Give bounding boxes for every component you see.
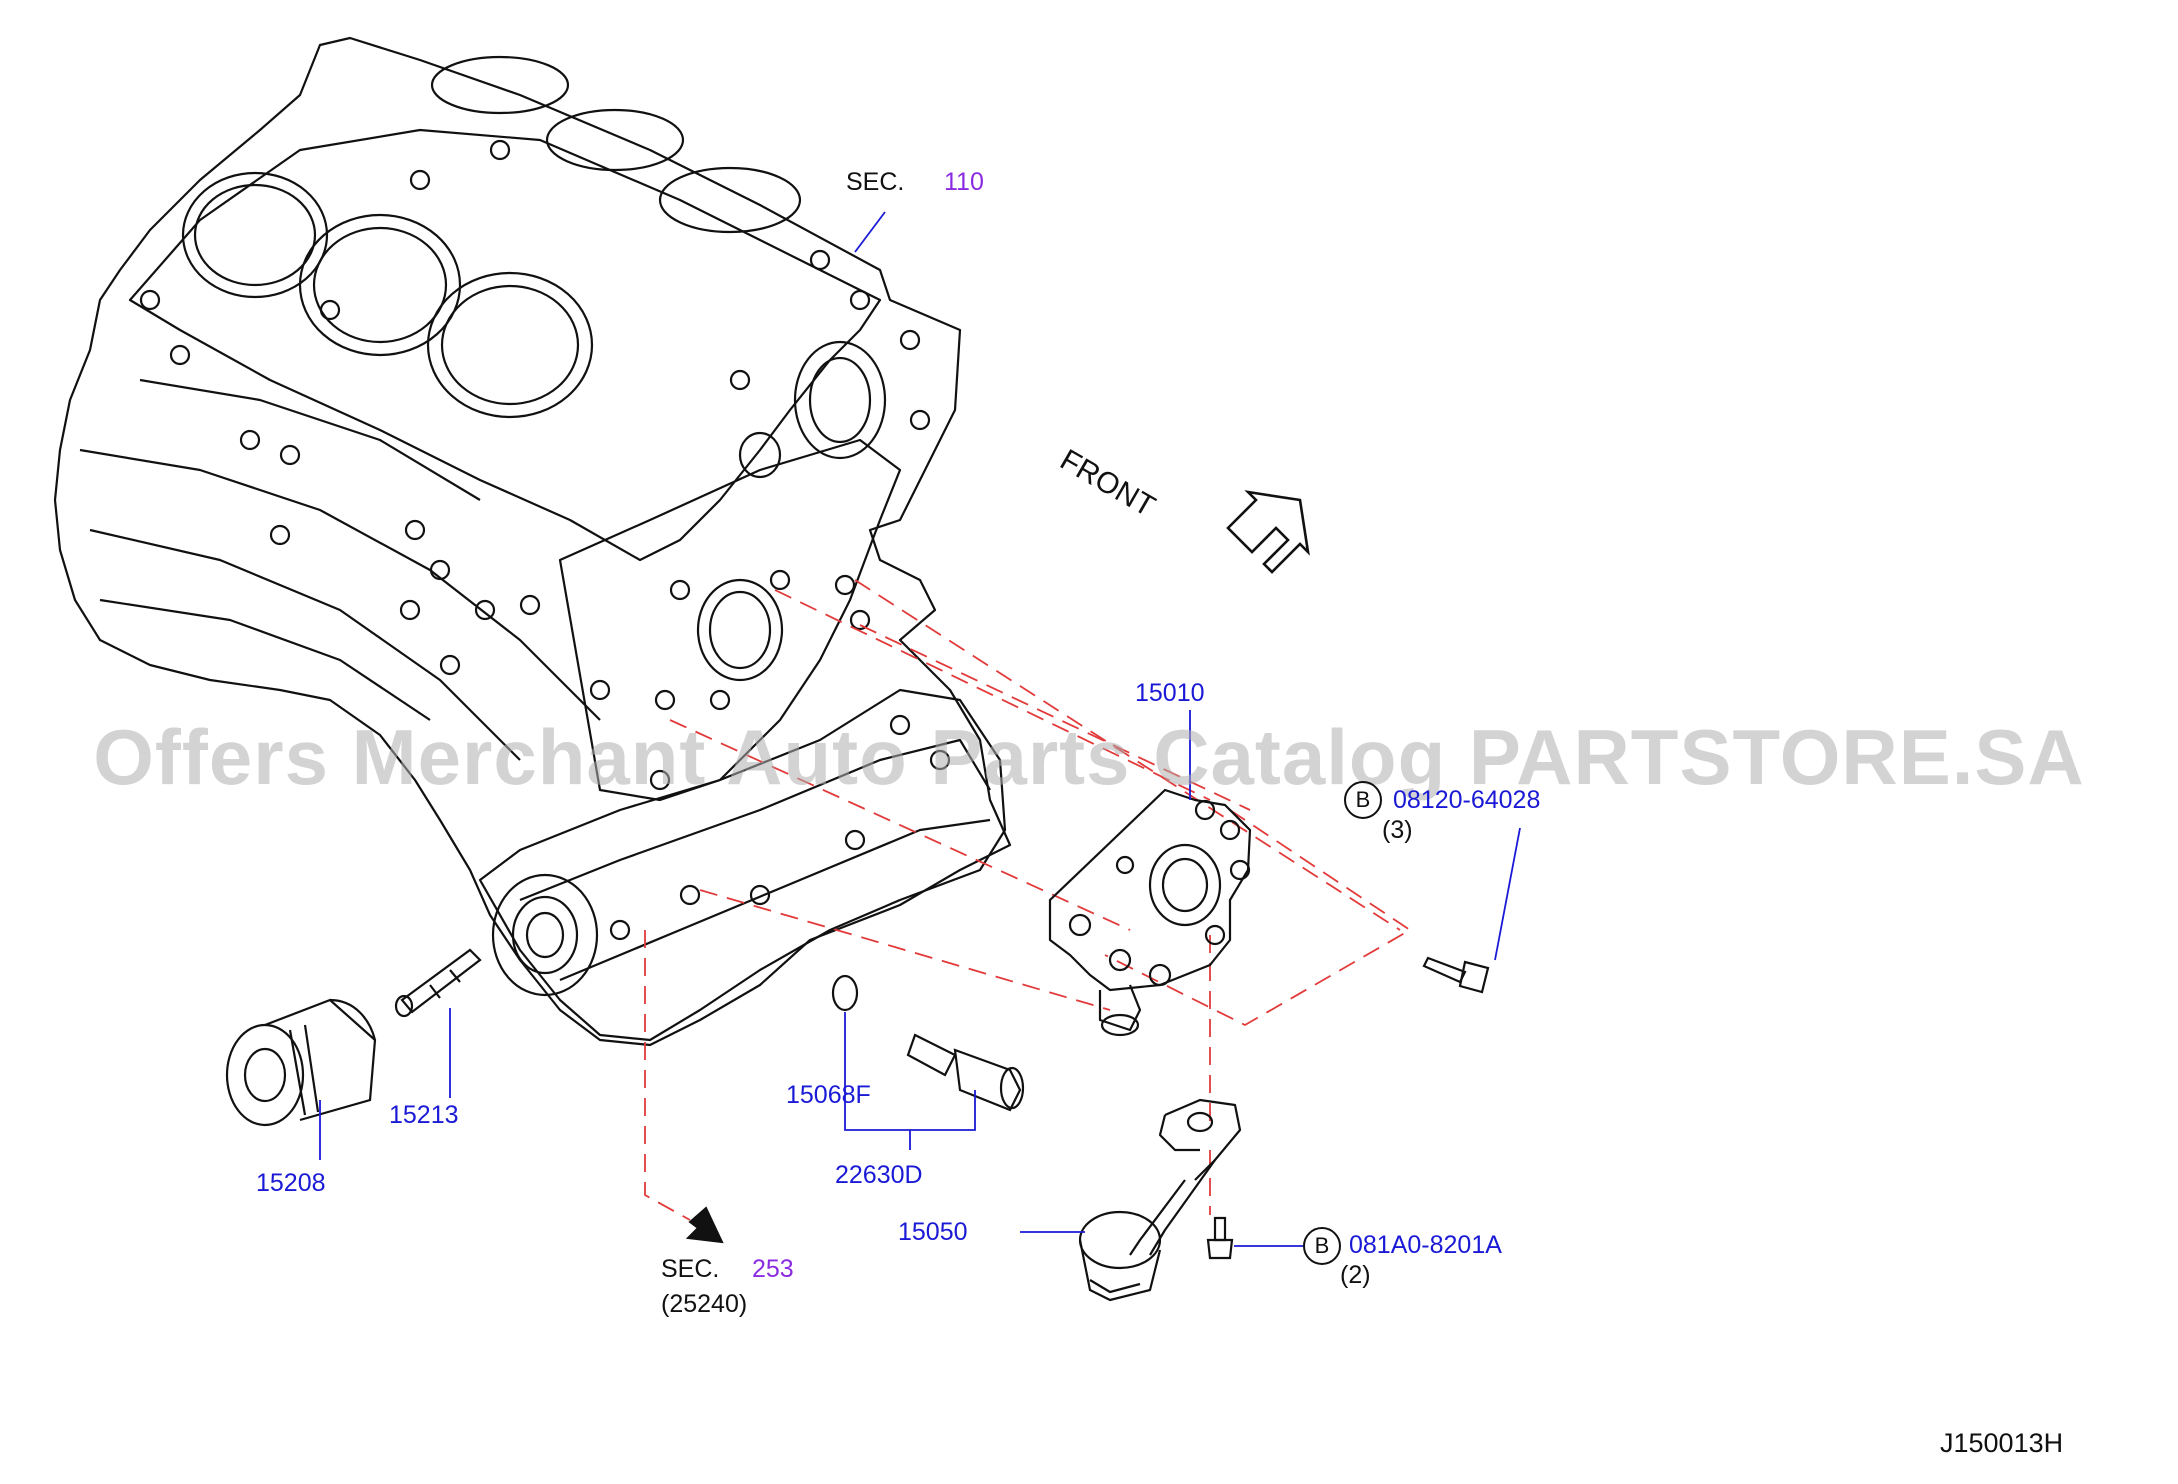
part-15010[interactable]: 15010	[1135, 679, 1205, 707]
part-15208[interactable]: 15208	[256, 1169, 326, 1197]
bolt-part-081A0-8201A[interactable]: 081A0-8201A	[1349, 1231, 1502, 1259]
oil-pressure-switch	[906, 1033, 1025, 1112]
sec-110-leader	[854, 211, 886, 253]
bolt-081A0-8201A	[1206, 1216, 1234, 1260]
bolt-part-08120-64028[interactable]: 08120-64028	[1393, 786, 1541, 814]
part-15050[interactable]: 15050	[898, 1218, 968, 1246]
sec-253-subpart: (25240)	[661, 1290, 748, 1318]
alignment-dashed-lines	[644, 579, 1412, 1221]
sec-110-prefix: SEC.	[846, 168, 905, 196]
part-15213[interactable]: 15213	[389, 1101, 459, 1129]
oil-pump	[1048, 788, 1252, 1037]
part-22630D[interactable]: 22630D	[835, 1161, 923, 1189]
washer	[831, 974, 859, 1012]
front-arrow-icon	[1226, 490, 1310, 574]
oil-strainer	[1078, 1098, 1242, 1302]
part-leader-lines	[319, 710, 1521, 1247]
diagram-code: J150013H	[1940, 1428, 2064, 1458]
engine-block	[53, 36, 1012, 1047]
sec-253-prefix: SEC.	[661, 1255, 720, 1283]
bolt-qty: (2)	[1340, 1261, 1371, 1289]
oil-filter	[225, 998, 377, 1127]
bolt-qty: (3)	[1382, 816, 1413, 844]
bolt-08120-64028	[1422, 956, 1490, 994]
filter-connector	[394, 948, 482, 1018]
watermark: Offers Merchant Auto Parts Catalog PARTS…	[93, 713, 2085, 801]
block-bolt-holes	[139, 139, 951, 941]
part-15068F[interactable]: 15068F	[786, 1081, 871, 1109]
bolt-marker-b: B	[1344, 781, 1382, 819]
cylinder-bores	[181, 55, 802, 419]
sec-110-number[interactable]: 110	[944, 168, 984, 196]
sec-253-number[interactable]: 253	[752, 1255, 794, 1283]
bolt-marker-b: B	[1303, 1227, 1341, 1265]
sec-253-arrow-icon	[685, 1206, 724, 1244]
